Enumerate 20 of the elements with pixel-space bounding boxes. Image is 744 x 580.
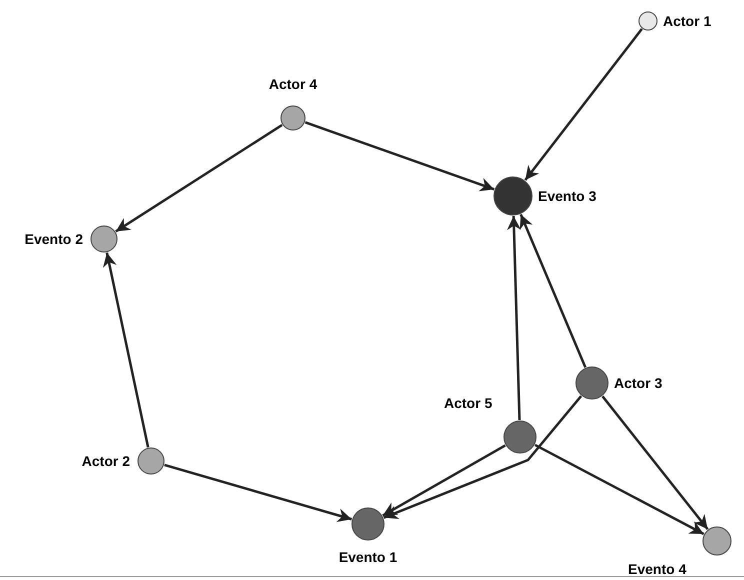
node-label: Actor 5	[444, 395, 492, 411]
node-label: Evento 4	[628, 561, 686, 577]
node-label: Evento 3	[538, 188, 596, 204]
node-label: Evento 1	[338, 549, 398, 565]
node-label: Actor 4	[268, 76, 318, 92]
arrow	[115, 124, 283, 232]
arrow	[164, 464, 352, 522]
node-label: Actor 1	[663, 13, 712, 29]
node-label: Actor 2	[82, 453, 130, 469]
arrow	[520, 214, 587, 368]
arrow	[602, 396, 709, 530]
node-label: Actor 3	[614, 375, 662, 391]
arrow	[534, 444, 704, 536]
arrow	[304, 121, 495, 192]
arrow	[383, 395, 582, 519]
arrow	[102, 252, 150, 448]
arrow	[382, 444, 506, 517]
arrow	[524, 28, 643, 181]
node-label: Evento 2	[24, 231, 83, 247]
arrow	[507, 216, 521, 420]
